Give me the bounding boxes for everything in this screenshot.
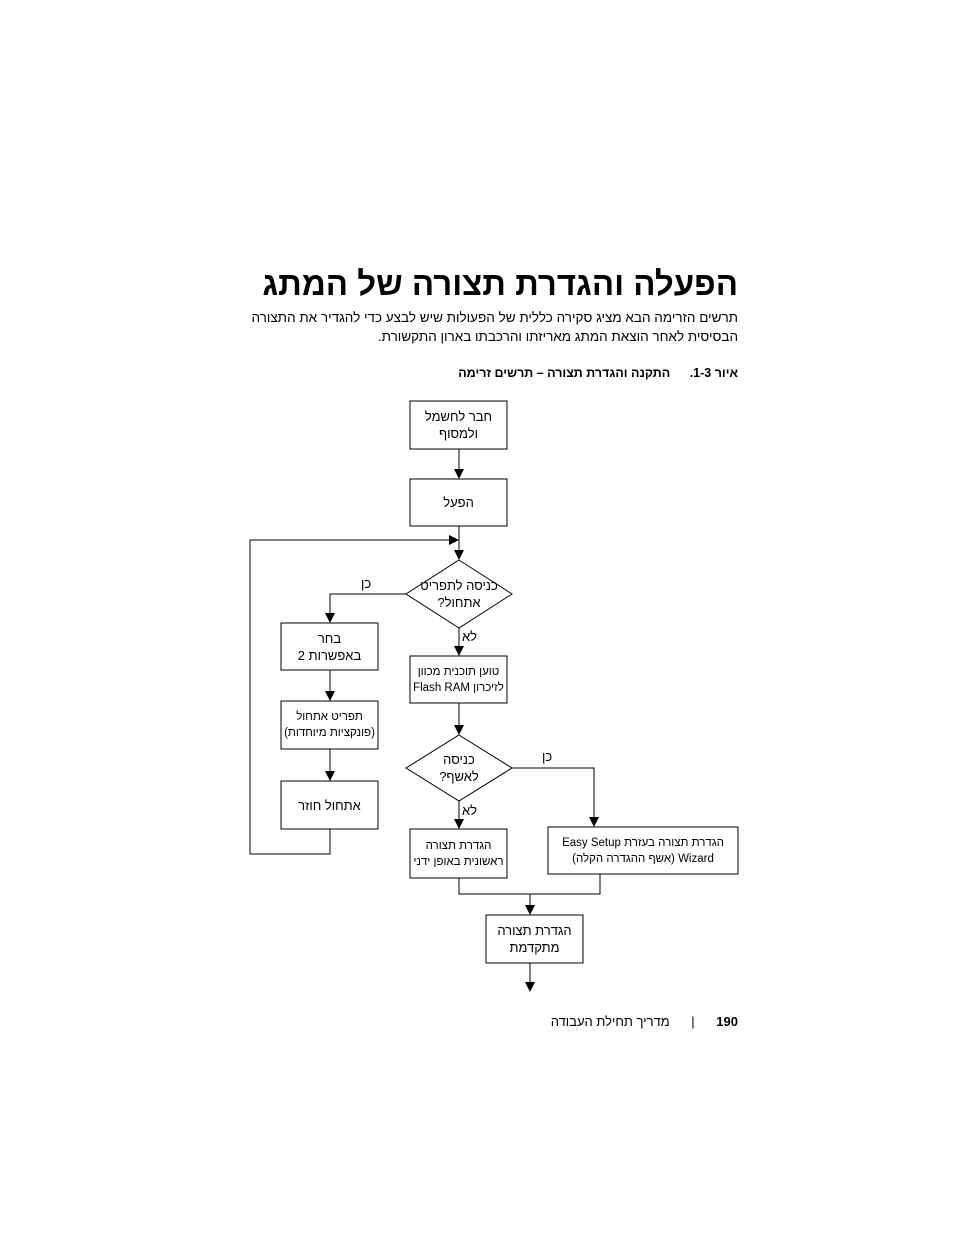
node-load-flash-label: טוען תוכנית מכוון לזיכרון Flash RAM — [413, 665, 504, 694]
yes-label-wizard: כן — [542, 749, 553, 764]
page-title: הפעלה והגדרת תצורה של המתג — [262, 265, 738, 302]
intro-paragraph: תרשים הזרימה הבא מציג סקירה כללית של הפע… — [251, 310, 738, 344]
node-connect-label: חבר לחשמל ולמסוף — [424, 409, 493, 441]
node-manual-setup-label: הגדרת תצורה ראשונית באופן ידני — [413, 839, 504, 868]
node-wizard-setup-box — [547, 826, 739, 875]
arrow-yes-to-choose — [325, 593, 406, 623]
page-footer: 190 | מדריך תחילת העבודה — [551, 1014, 738, 1029]
node-advanced-setup-box — [485, 914, 584, 964]
arrow-reboot-loop — [249, 535, 459, 855]
no-label-boot: לא — [462, 629, 478, 644]
node-advanced-setup-label: הגדרת תצורה מתקדמת — [497, 923, 572, 955]
node-choose-option-label: בחר באפשרות 2 — [297, 630, 362, 663]
node-power-on-label: הפעל — [443, 495, 474, 510]
footer-separator: | — [691, 1014, 695, 1029]
page-number: 190 — [716, 1014, 738, 1029]
node-reboot-label: אתחול חוזר — [298, 797, 361, 813]
node-boot-menu-question-label: כניסה לתפריט אתחול? — [420, 578, 498, 610]
arrow-yes-to-wizard — [512, 767, 599, 827]
node-wizard-setup-label: הגדרת תצורה בעזרת Easy Setup Wizard (אשף… — [562, 836, 724, 865]
figure-number: איור 1-3. — [689, 366, 738, 380]
yes-label-boot: כן — [361, 576, 372, 591]
node-boot-menu-label: תפריט אתחול (פונקציות מיוחדות) — [284, 711, 375, 739]
guide-title: מדריך תחילת העבודה — [550, 1014, 670, 1029]
figure-caption-text: התקנה והגדרת תצורה – תרשים זרימה — [458, 366, 671, 380]
figure-caption: איור 1-3. התקנה והגדרת תצורה – תרשים זרי… — [338, 366, 738, 380]
no-label-wizard: לא — [462, 803, 478, 818]
node-wizard-question-label: כניסה לאשף? — [439, 752, 479, 784]
